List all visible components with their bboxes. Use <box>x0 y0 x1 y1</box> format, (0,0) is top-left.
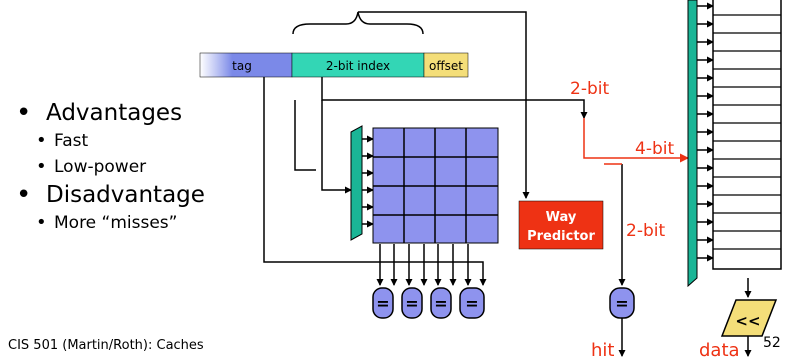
svg-text:=: = <box>405 294 418 313</box>
bullet-list: • Advantages • Fast • Low-power • Disadvanta… <box>16 98 205 236</box>
bullet-dot: • <box>36 212 47 233</box>
wire-brace-to-predictor <box>358 11 530 199</box>
index-field <box>291 52 425 78</box>
bullet-disadvantage: • Disadvantage <box>16 180 205 210</box>
sub-bullet-text: Low-power <box>54 157 147 177</box>
offset-field <box>423 52 469 78</box>
wire-index-to-mux <box>294 100 316 171</box>
bullet-advantages: • Advantages <box>16 98 205 128</box>
label-4bit: 4-bit <box>635 139 674 159</box>
bullet-text: Disadvantage <box>46 182 205 208</box>
sub-bullet-text: Fast <box>54 131 89 151</box>
tag-array-mux <box>350 125 363 241</box>
data-array <box>712 0 782 270</box>
tag-label: tag <box>232 59 252 73</box>
wire-tag-down <box>263 77 487 286</box>
wire-four-bit <box>583 118 689 163</box>
index-brace <box>292 11 424 35</box>
bullet-text: Advantages <box>46 100 183 126</box>
wire-index-down <box>321 77 588 119</box>
svg-text:=: = <box>434 294 447 313</box>
comparator <box>372 287 394 319</box>
sub-bullet: • Fast <box>16 128 205 154</box>
svg-text:=: = <box>615 294 628 313</box>
slide-footer: CIS 501 (Martin/Roth): Caches <box>8 338 204 353</box>
data-array-mux <box>687 0 698 288</box>
index-label: 2-bit index <box>326 59 390 73</box>
bullet-dot: • <box>36 156 47 177</box>
way-predictor-line1: Way <box>546 210 577 225</box>
label-data: data <box>699 340 740 361</box>
shifter-label: << <box>735 312 760 330</box>
sub-bullet-text: More “misses” <box>54 213 178 233</box>
svg-text:=: = <box>465 294 478 313</box>
comparator-predicted <box>609 287 635 319</box>
comparator <box>459 287 485 319</box>
sub-bullet: • Low-power <box>16 154 205 180</box>
svg-text:=: = <box>376 294 389 313</box>
label-2bit-top: 2-bit <box>570 79 609 99</box>
wire-index-branch <box>321 100 352 194</box>
bullet-dot: • <box>16 180 32 210</box>
wiring <box>263 2 752 357</box>
bullet-dot: • <box>36 130 47 151</box>
page-number: 52 <box>763 335 781 351</box>
comparator <box>430 287 452 319</box>
address-register: tag 2-bit index offset <box>199 52 469 78</box>
label-2bit-pred: 2-bit <box>626 221 665 241</box>
sub-bullet: • More “misses” <box>16 210 205 236</box>
shifter: << <box>720 299 778 337</box>
red-wiring <box>583 118 689 165</box>
way-predictor: Way Predictor <box>518 200 604 250</box>
comparator <box>401 287 423 319</box>
way-predictor-line2: Predictor <box>527 229 595 244</box>
offset-label: offset <box>429 59 463 73</box>
tag-array <box>372 127 499 244</box>
label-hit: hit <box>591 340 614 361</box>
bullet-dot: • <box>16 98 32 128</box>
tag-field <box>199 52 293 78</box>
comparators: = = = = = <box>372 287 635 319</box>
